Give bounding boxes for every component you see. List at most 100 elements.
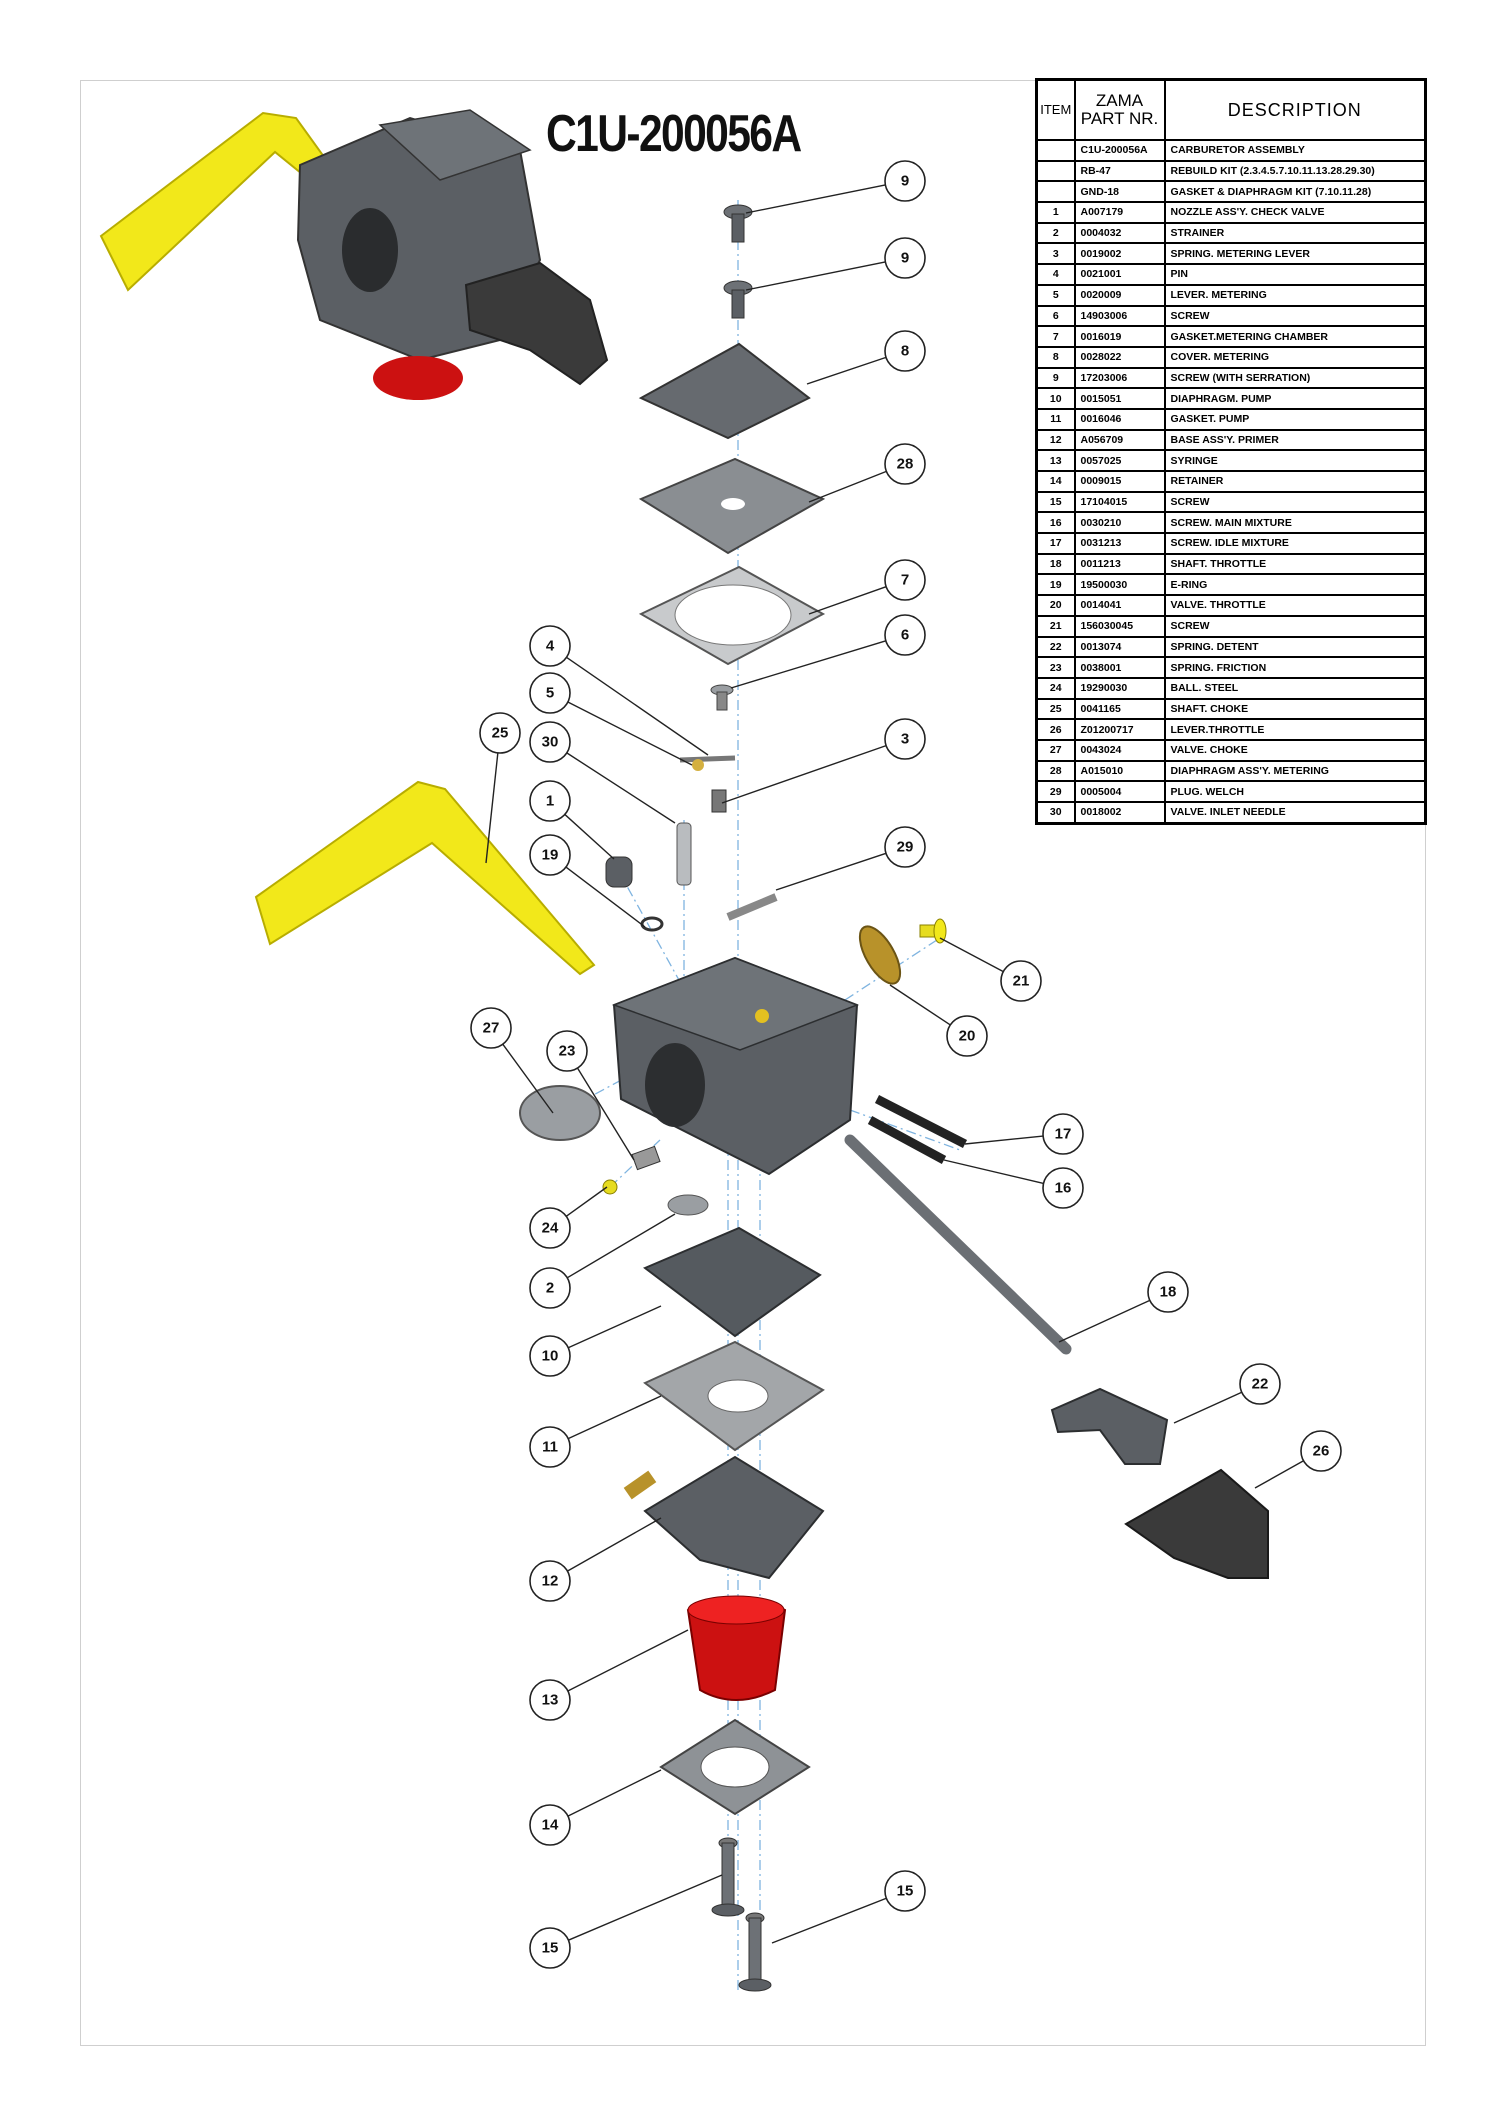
callout-7: 7 — [884, 559, 926, 601]
callout-leader-line — [566, 1213, 676, 1279]
cell-part-number: 156030045 — [1073, 614, 1166, 638]
cell-description: VALVE. THROTTLE — [1163, 594, 1427, 617]
cell-item: 4 — [1035, 263, 1076, 286]
cell-description: STRAINER — [1163, 221, 1427, 245]
callout-label: 17 — [1055, 1126, 1072, 1143]
callout-label: 14 — [542, 1817, 559, 1834]
steel-ball-24 — [602, 1179, 618, 1195]
cell-description: SCREW — [1163, 614, 1427, 638]
cell-part-number: 0020009 — [1073, 283, 1166, 307]
screw-15-right — [738, 1912, 772, 1992]
callout-label: 29 — [897, 839, 914, 856]
cell-description: BALL. STEEL — [1163, 676, 1427, 700]
callout-leader-line — [808, 586, 887, 615]
callout-leader-line — [567, 1395, 662, 1440]
callout-circle — [529, 1426, 571, 1468]
cell-description: PIN — [1163, 263, 1427, 286]
callout-circle — [946, 1015, 988, 1057]
cell-part-number: 0011213 — [1073, 552, 1166, 576]
cell-item: 10 — [1035, 387, 1076, 410]
callout-label: 6 — [901, 627, 909, 644]
callout-2: 2 — [529, 1267, 571, 1309]
callout-leader-line — [745, 184, 886, 214]
callout-leader-line — [943, 1159, 1044, 1185]
callout-leader-line — [502, 1043, 554, 1114]
callout-circle — [529, 625, 571, 667]
cell-description: GASKET & DIAPHRAGM KIT (7.10.11.28) — [1163, 180, 1427, 204]
callout-25: 25 — [479, 712, 521, 754]
callout-circle — [884, 559, 926, 601]
callout-circle — [546, 1030, 588, 1072]
throttle-valve-20 — [858, 925, 902, 985]
callout-label: 21 — [1013, 973, 1030, 990]
callout-11: 11 — [529, 1426, 571, 1468]
cell-part-number: A056709 — [1073, 428, 1166, 452]
cell-description: LEVER. METERING — [1163, 283, 1427, 307]
callout-leader-line — [1254, 1460, 1304, 1489]
callout-circle — [529, 1927, 571, 1969]
callout-label: 18 — [1160, 1284, 1177, 1301]
cell-description: SCREW — [1163, 304, 1427, 328]
callout-circle — [1042, 1167, 1084, 1209]
cell-item: 6 — [1035, 304, 1076, 328]
callout-circle — [529, 721, 571, 763]
callout-leader-line — [567, 1305, 662, 1349]
cell-item: 11 — [1035, 407, 1076, 431]
cell-description: SPRING. DETENT — [1163, 635, 1427, 659]
callout-label: 15 — [542, 1940, 559, 1957]
callout-9: 9 — [884, 237, 926, 279]
cell-description: SHAFT. CHOKE — [1163, 697, 1427, 721]
cell-item: 9 — [1035, 366, 1076, 390]
cell-part-number: 0038001 — [1073, 656, 1166, 679]
cell-item: 29 — [1035, 780, 1076, 803]
drawing-frame — [80, 80, 1426, 2046]
cell-part-number: A007179 — [1073, 201, 1166, 224]
screw-9-upper — [723, 204, 753, 243]
callout-label: 25 — [492, 725, 509, 742]
callout-leader-line — [1058, 1299, 1151, 1343]
cell-item: 20 — [1035, 594, 1076, 617]
callout-circle — [884, 614, 926, 656]
cell-item: 12 — [1035, 428, 1076, 452]
cell-part-number: 14903006 — [1073, 304, 1166, 328]
cell-part-number: 19290030 — [1073, 676, 1166, 700]
cell-description: SYRINGE — [1163, 449, 1427, 472]
callout-19: 19 — [529, 834, 571, 876]
throttle-lever-26 — [1124, 1468, 1269, 1579]
cell-item — [1035, 180, 1076, 204]
callout-leader-line — [485, 752, 499, 864]
cell-item: 18 — [1035, 552, 1076, 576]
friction-spring-23 — [631, 1145, 661, 1171]
cell-description: SCREW. IDLE MIXTURE — [1163, 532, 1427, 555]
callout-leader-line — [568, 1874, 723, 1941]
callout-leader-line — [939, 937, 1004, 973]
screw-9-lower — [723, 280, 753, 319]
callout-30: 30 — [529, 721, 571, 763]
callout-label: 30 — [542, 734, 559, 751]
cell-description: GASKET.METERING CHAMBER — [1163, 325, 1427, 348]
cell-part-number: 0015051 — [1073, 387, 1166, 410]
callout-leader-line — [564, 813, 615, 860]
callout-leader-line — [567, 1769, 662, 1817]
cell-part-number: 0004032 — [1073, 221, 1166, 245]
choke-shaft-25 — [254, 780, 596, 976]
callout-12: 12 — [529, 1560, 571, 1602]
callout-16: 16 — [1042, 1167, 1084, 1209]
callout-leader-line — [566, 656, 709, 756]
callout-circle — [884, 718, 926, 760]
callout-circle — [884, 826, 926, 868]
callout-leader-line — [721, 744, 887, 804]
callout-label: 28 — [897, 456, 914, 473]
cell-part-number: 0043024 — [1073, 738, 1166, 762]
cell-part-number: 0016019 — [1073, 325, 1166, 348]
pump-diaphragm-10 — [643, 1226, 822, 1338]
